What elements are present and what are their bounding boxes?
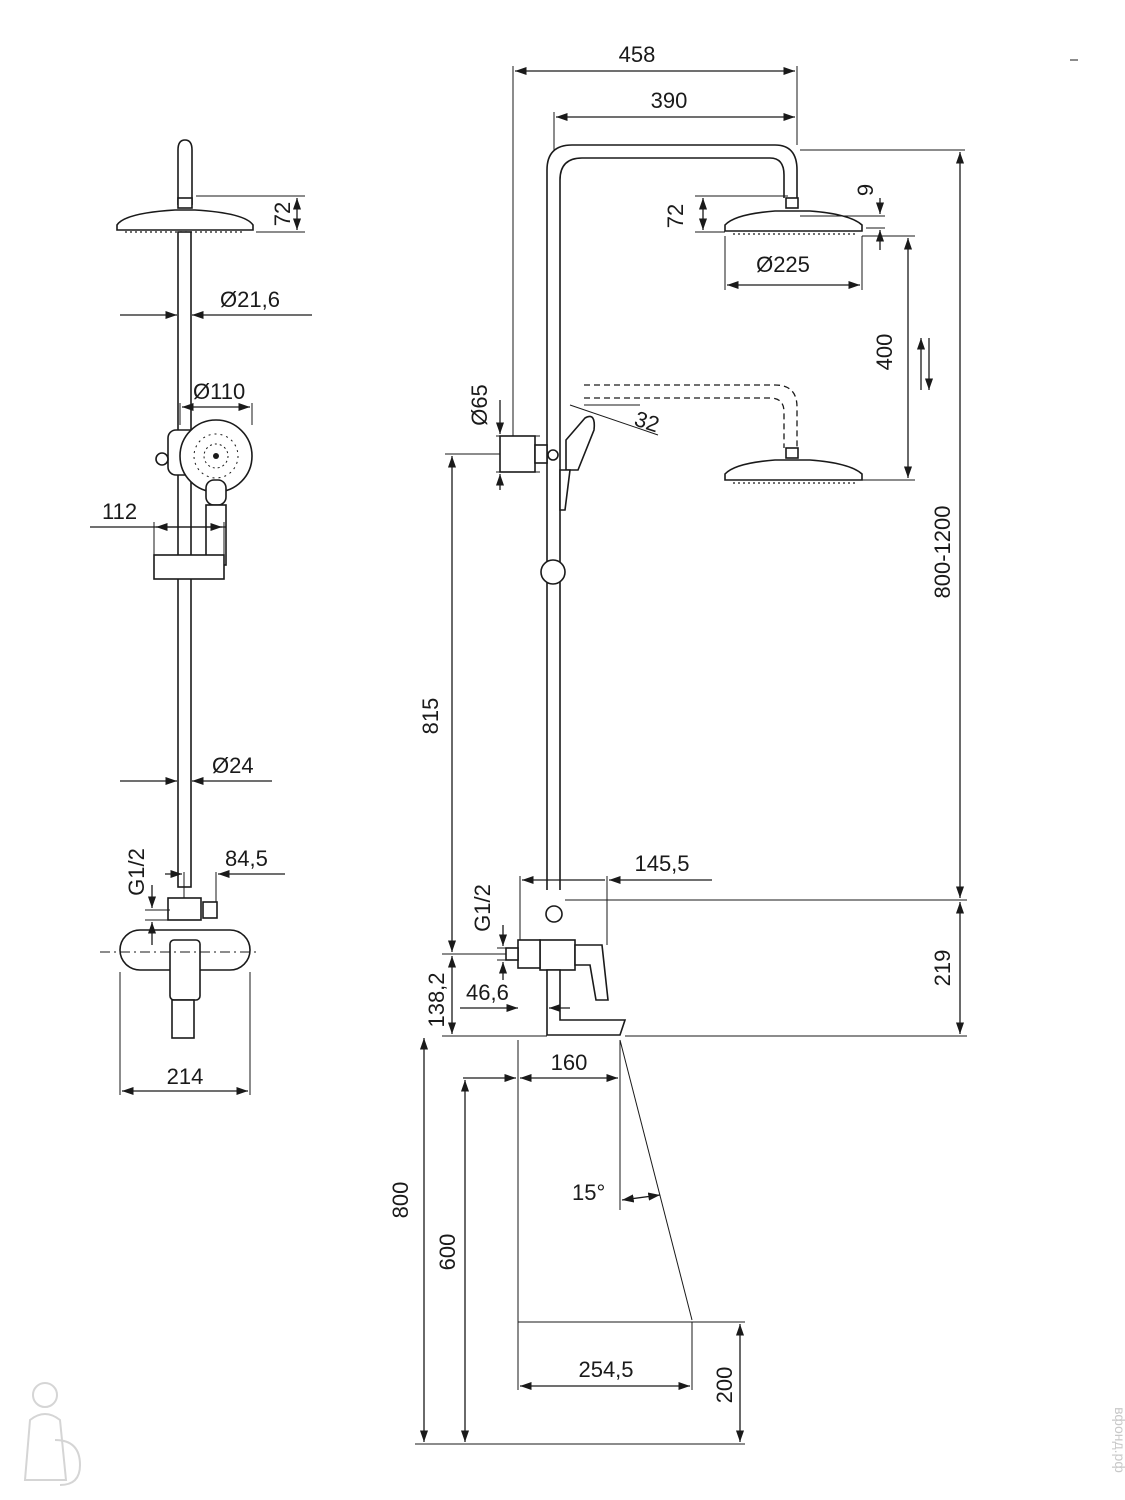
front-mixer-lever <box>169 939 201 1001</box>
side-hand-shower-handle <box>559 469 571 511</box>
front-head-height-label: 72 <box>270 202 295 226</box>
side-mixer-height-label: 219 <box>930 950 955 987</box>
side-floor-clearance-label: 200 <box>712 1367 737 1404</box>
side-arm-reach-label: 390 <box>651 88 688 113</box>
side-mixer-projection-label: 145,5 <box>634 851 689 876</box>
side-height-adjust-label: 400 <box>872 334 897 371</box>
watermark-text: вфонд.рф <box>1112 1407 1125 1473</box>
front-slider-knob <box>155 452 169 466</box>
front-view <box>100 139 260 1039</box>
front-eccentric-offset-label: 84,5 <box>225 846 268 871</box>
side-mixer-lever <box>574 944 609 1001</box>
front-eccentric-nut <box>202 901 218 919</box>
side-mixer-body <box>539 939 576 971</box>
side-total-height-label: 800-1200 <box>930 506 955 599</box>
side-handshower-angle-label: 32 <box>631 406 662 437</box>
side-diverter <box>545 905 563 923</box>
side-rod-outer <box>546 144 798 890</box>
front-dimensions: 72 Ø21,6 Ø110 112 Ø24 84,5 G1/2 <box>90 195 312 1096</box>
plumber-watermark-icon <box>23 1382 82 1486</box>
front-spout <box>171 999 195 1039</box>
side-spout <box>546 969 627 1036</box>
front-mixer-width-label: 214 <box>167 1064 204 1089</box>
side-floor-reach-label: 254,5 <box>578 1357 633 1382</box>
front-head-nut <box>177 197 193 209</box>
side-spout-reach-label: 160 <box>551 1050 588 1075</box>
side-head-diameter-label: Ø225 <box>756 252 810 277</box>
front-thread-label: G1/2 <box>124 848 149 896</box>
side-lowered-head-nut <box>785 447 799 459</box>
side-wall-flange <box>499 435 536 473</box>
side-spout-height-label: 600 <box>435 1234 460 1271</box>
side-rod-inner <box>559 157 785 890</box>
side-head-height-label: 72 <box>663 204 688 228</box>
side-bracket-height-label: 815 <box>418 698 443 735</box>
side-dimensions: 458 390 800-1200 9 72 Ø225 400 <box>388 42 967 1445</box>
front-top-riser <box>177 139 193 205</box>
side-inlet-offset-label: 46,6 <box>466 980 509 1005</box>
front-hand-shower-grip <box>205 479 227 506</box>
side-eccentric <box>517 939 541 969</box>
side-flange-diameter-label: Ø65 <box>467 384 492 426</box>
side-overhead-shower <box>724 210 863 232</box>
side-bracket-arm <box>534 444 548 464</box>
front-rod-diameter-label: Ø21,6 <box>220 287 280 312</box>
front-holder-depth-label: 112 <box>102 499 137 524</box>
side-inlet-height-label: 138,2 <box>424 972 449 1027</box>
front-rod-bracket <box>153 554 225 580</box>
front-eccentric <box>167 897 202 921</box>
front-pipe-diameter-label: Ø24 <box>212 753 254 778</box>
side-floor-height-label: 800 <box>388 1182 413 1219</box>
side-lowered-arm-outer <box>584 384 798 448</box>
side-head-nut <box>785 197 799 209</box>
side-hand-shower <box>565 415 596 471</box>
side-head-offset-label: 9 <box>853 184 878 196</box>
side-view <box>499 144 863 1036</box>
side-thread-label: G1/2 <box>470 884 495 932</box>
front-overhead-shower <box>116 209 254 231</box>
front-handshower-diameter-label: Ø110 <box>193 379 245 404</box>
side-lowered-shower <box>724 459 863 481</box>
side-slider-knob <box>540 559 566 585</box>
side-spout-angle-label: 15° <box>572 1180 605 1205</box>
side-total-width-label: 458 <box>619 42 656 67</box>
